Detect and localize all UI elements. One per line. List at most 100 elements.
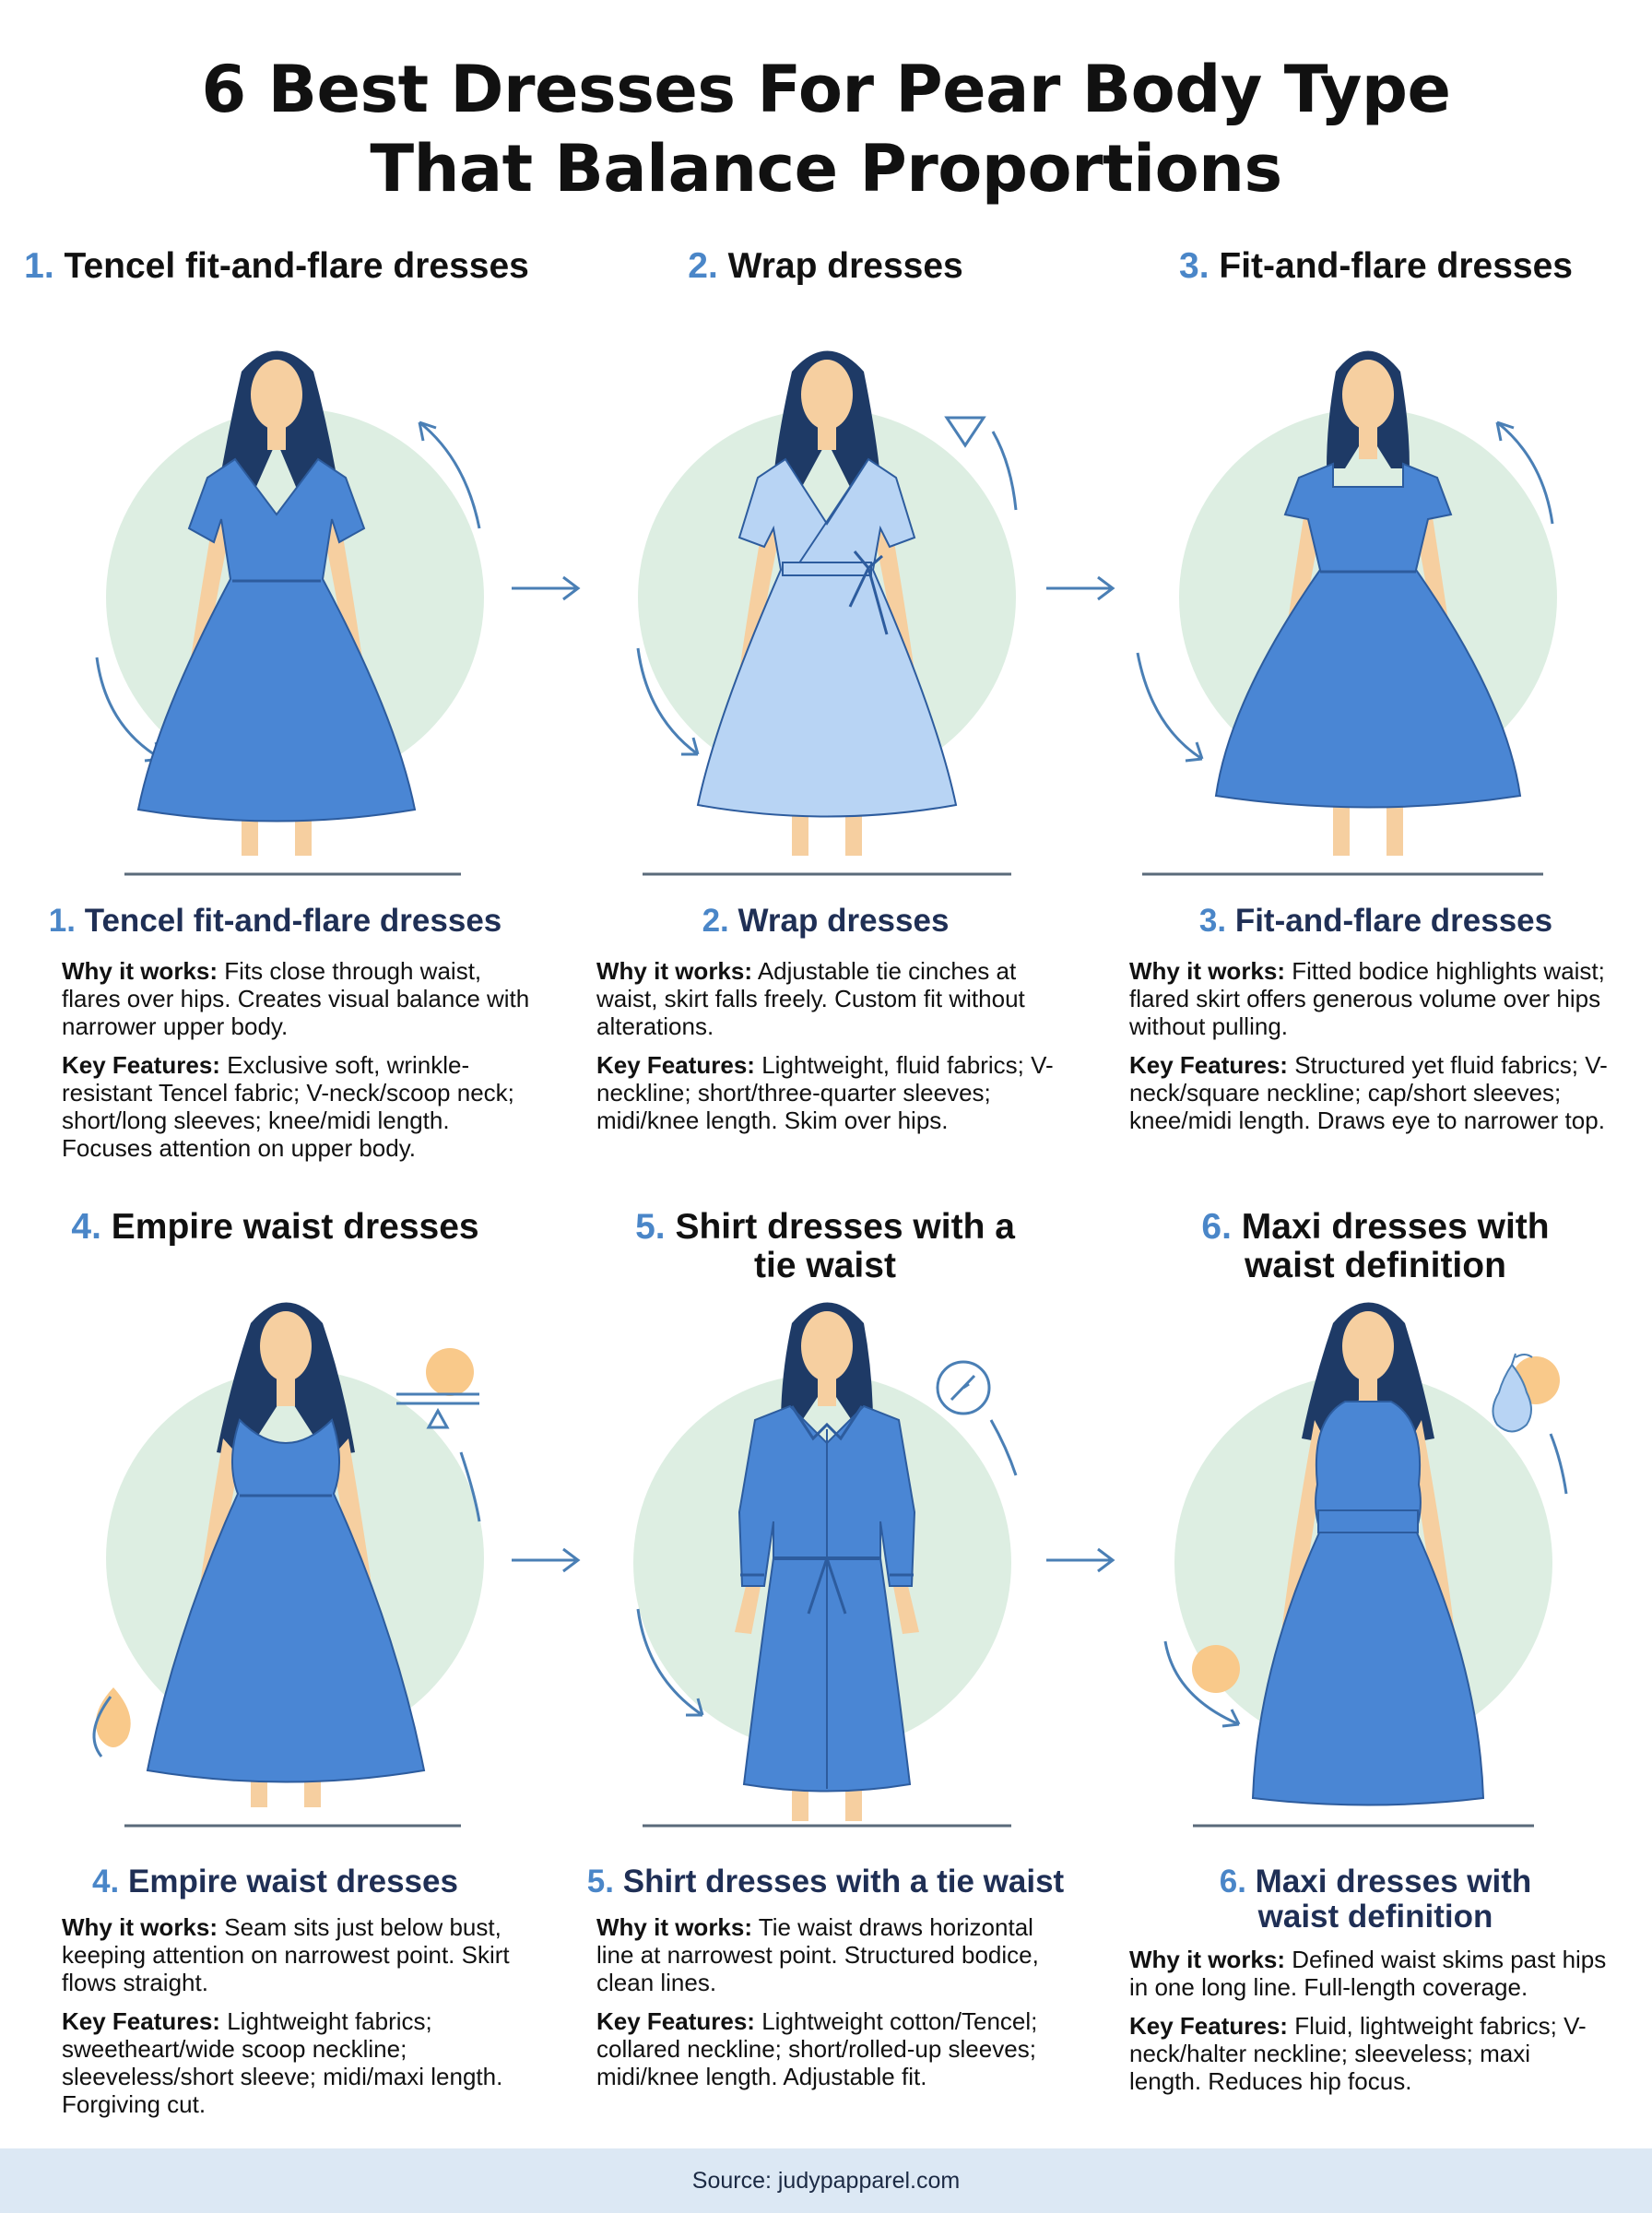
card-description: Why it works: Fitted bodice highlights w… [1129,957,1609,1145]
card-description: Why it works: Adjustable tie cinches at … [596,957,1076,1145]
features-text: Exclusive soft, wrinkle-resistant Tencel… [62,1051,514,1162]
woman-figure [1214,350,1522,856]
halter-dress-body [1251,1401,1485,1806]
woman-figure [735,1302,919,1821]
woman-figure [146,1302,426,1807]
why-paragraph: Why it works: Fitted bodice highlights w… [1129,957,1609,1040]
dress-illustration [95,350,484,876]
card-heading-text: Tencel fit-and-flare dresses [64,246,529,286]
tie-bow [848,550,889,635]
leg-right [1386,796,1403,856]
arm-left [739,515,781,673]
curved-arrow-bottom-head [681,737,700,756]
right-arrow-icon [512,1547,581,1573]
curved-line-right [1549,1433,1568,1495]
pear-icon [1492,1353,1533,1433]
dress-body [696,457,958,818]
arm-right [873,515,914,673]
waist-tie [782,562,872,576]
right-arrow-icon [512,575,581,601]
neck [818,1374,836,1406]
card-number: 6. [1201,1207,1232,1247]
curved-arrow-bottom-head [1221,1709,1241,1728]
neck [277,1374,295,1406]
card-number: 1. [24,246,54,286]
balance-icon [396,1392,479,1429]
card-subheading: 1. Tencel fit-and-flare dresses [0,904,550,939]
curved-arrow-bottom-head [686,1698,704,1717]
card-heading: 1. Tencel fit-and-flare dresses [18,247,535,286]
arm-left [189,515,230,673]
features-label: Key Features: [596,1051,755,1079]
tie-ends [807,1557,847,1615]
card-number: 3. [1179,246,1210,286]
curved-line-right [459,1451,481,1522]
dress-illustration [636,350,1018,876]
card-number: 4. [92,1864,120,1899]
card-subheading-text: Shirt dresses with a tie waist [622,1864,1065,1899]
card-heading: 2. Wrap dresses [550,247,1101,286]
why-paragraph: Why it works: Tie waist draws horizontal… [596,1913,1076,1996]
card-heading-text: Shirt dresses with a tie waist [675,1207,1015,1285]
arm-right [1410,1420,1456,1643]
compass-icon [936,1360,991,1415]
curved-arrow-bottom [1136,652,1203,761]
card-heading: 5. Shirt dresses with a tie waist [631,1208,1019,1285]
card-subheading-text: Tencel fit-and-flare dresses [84,903,502,939]
arm-left [1280,1420,1327,1643]
card-heading-text: Fit-and-flare dresses [1219,246,1573,286]
why-label: Why it works: [1129,1946,1286,1973]
curved-arrow-top-head [418,420,437,442]
card-description: Why it works: Seam sits just below bust,… [62,1913,541,2129]
woman-figure [1251,1302,1485,1806]
why-paragraph: Why it works: Defined waist skims past h… [1129,1946,1609,2001]
card-subheading-text: Fit-and-flare dresses [1234,903,1553,939]
card-number: 2. [702,903,729,939]
curved-arrow-bottom [636,647,699,756]
curved-arrow-top-head [1495,420,1515,442]
card-heading: 4. Empire waist dresses [0,1208,550,1247]
why-text: Adjustable tie cinches at waist, skirt f… [596,957,1025,1040]
why-text: Tie waist draws horizontal line at narro… [596,1913,1039,1996]
why-paragraph: Why it works: Adjustable tie cinches at … [596,957,1076,1040]
title-line-2: That Balance Proportions [370,131,1282,207]
card-number: 6. [1219,1864,1246,1899]
right-arrow-icon [1046,575,1115,601]
why-text: Fitted bodice highlights waist; flared s… [1129,957,1605,1040]
card-heading: 3. Fit-and-flare dresses [1101,247,1651,286]
face [251,360,302,430]
source-footer: Source: judypapparel.com [0,2148,1652,2213]
card-subheading: 6. Maxi dresses with waist definition [1182,1864,1569,1935]
features-paragraph: Key Features: Fluid, lightweight fabrics… [1129,2012,1609,2095]
neck [1359,1374,1377,1406]
card-subheading-text: Empire waist dresses [127,1864,458,1899]
dress-illustration [1163,1302,1568,1828]
dress-body [136,457,417,822]
why-label: Why it works: [62,957,218,985]
why-label: Why it works: [596,957,753,985]
hand-left [735,1586,761,1634]
features-paragraph: Key Features: Lightweight, fluid fabrics… [596,1051,1076,1134]
card-subheading: 2. Wrap dresses [550,904,1101,939]
dress-illustration [92,1302,484,1828]
dress-illustration [633,1302,1018,1828]
woman-figure [136,350,417,856]
neck [267,422,286,450]
card-number: 1. [48,903,76,939]
dress-body [1214,462,1522,809]
sun-icon [426,1348,474,1396]
face [260,1311,312,1381]
card-number: 5. [635,1207,666,1247]
curved-arrow-top [419,420,481,529]
curved-line-right [989,1419,1018,1476]
card-number: 2. [688,246,718,286]
waist-band [1317,1509,1419,1533]
face [801,360,853,430]
card-subheading-text: Maxi dresses with waist definition [1255,1864,1532,1935]
card-description: Why it works: Defined waist skims past h… [1129,1946,1609,2106]
leg-left [1333,796,1350,856]
card-heading-text: Maxi dresses with waist definition [1241,1207,1550,1285]
features-label: Key Features: [62,2007,220,2035]
curved-arrow-bottom [636,1608,703,1717]
features-text: Lightweight fabrics; sweetheart/wide sco… [62,2007,503,2118]
